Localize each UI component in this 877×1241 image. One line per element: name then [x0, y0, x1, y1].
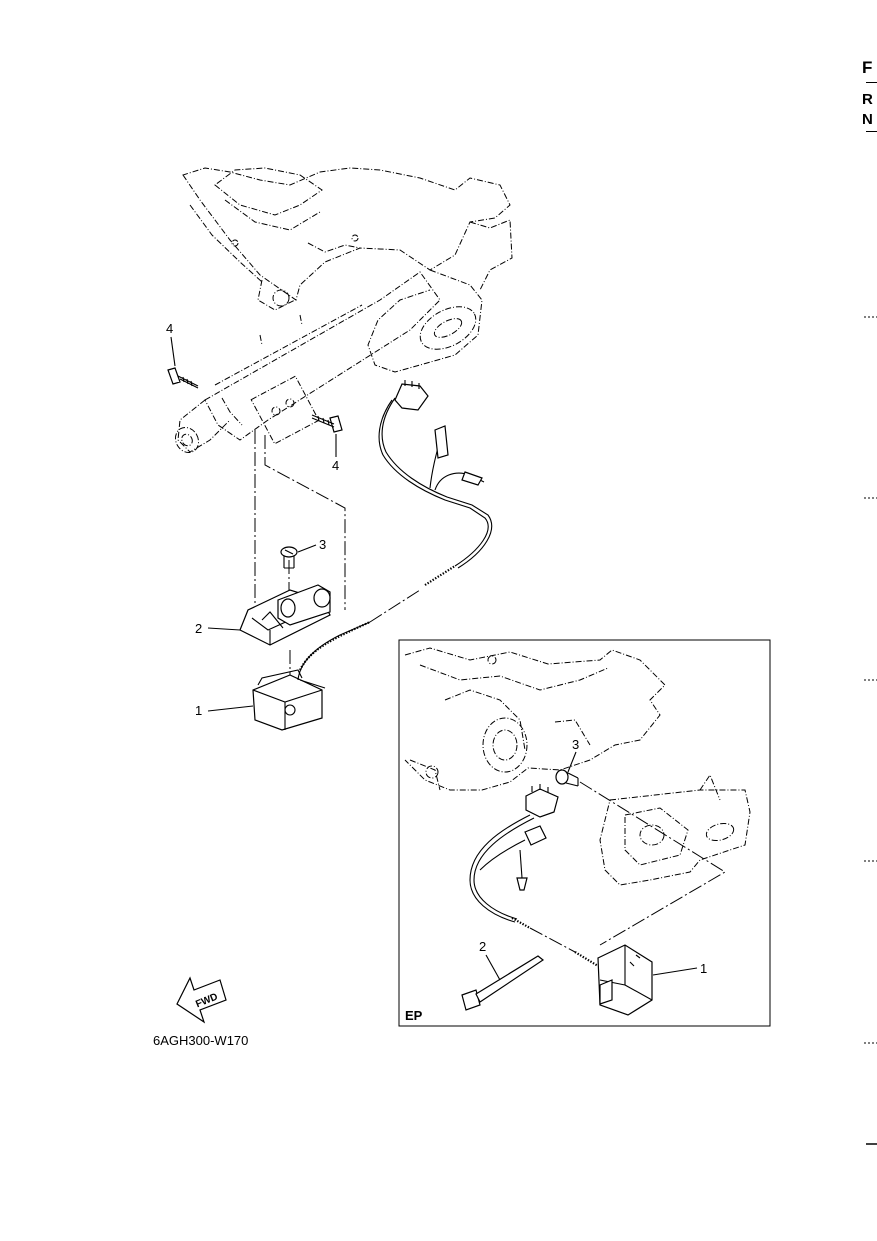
- fwd-arrow-icon: FWD: [176, 976, 227, 1024]
- callout-2-main: 2: [195, 621, 241, 636]
- svg-text:4: 4: [166, 321, 173, 336]
- wire-harness-main: [297, 380, 493, 681]
- svg-text:1: 1: [195, 703, 202, 718]
- edge-tab-letter-f: F: [862, 58, 873, 77]
- callout-3-inset: 3: [567, 737, 579, 773]
- svg-text:4: 4: [332, 458, 339, 473]
- edge-tick-marks: [864, 316, 877, 1145]
- svg-text:3: 3: [572, 737, 579, 752]
- callout-1-main: 1: [195, 703, 254, 718]
- edge-tab-rule: [866, 131, 877, 132]
- edge-tab-letter-r: R: [862, 91, 873, 108]
- figure-code: 6AGH300-W170: [153, 1033, 249, 1048]
- inset-frame: [398, 639, 771, 1027]
- svg-text:1: 1: [700, 961, 707, 976]
- edge-tab-letter-n: N: [862, 111, 873, 128]
- neutral-switch: [252, 669, 326, 731]
- switch-bracket: [239, 584, 331, 646]
- callout-2-inset: 2: [479, 939, 501, 981]
- inset-label: EP: [405, 1008, 423, 1023]
- screw-3-main: [280, 546, 298, 569]
- callout-1-inset: 1: [652, 961, 707, 976]
- callout-4-upper: 4: [166, 321, 176, 367]
- callout-4-lower: 4: [332, 434, 339, 473]
- neutral-switch-inset: [597, 944, 653, 1016]
- svg-text:2: 2: [479, 939, 486, 954]
- callout-3-main: 3: [297, 537, 326, 553]
- wire-harness-inset: [469, 784, 599, 967]
- steering-bracket-phantom: [174, 167, 513, 454]
- inset-bracket-phantom: [404, 647, 751, 886]
- cable-tie: [461, 955, 545, 1011]
- screw-3-inset: [555, 769, 579, 787]
- edge-tab-rule: [866, 82, 877, 83]
- screw-4-upper: [167, 367, 199, 389]
- svg-text:2: 2: [195, 621, 202, 636]
- screw-4-lower: [311, 414, 343, 433]
- svg-text:3: 3: [319, 537, 326, 552]
